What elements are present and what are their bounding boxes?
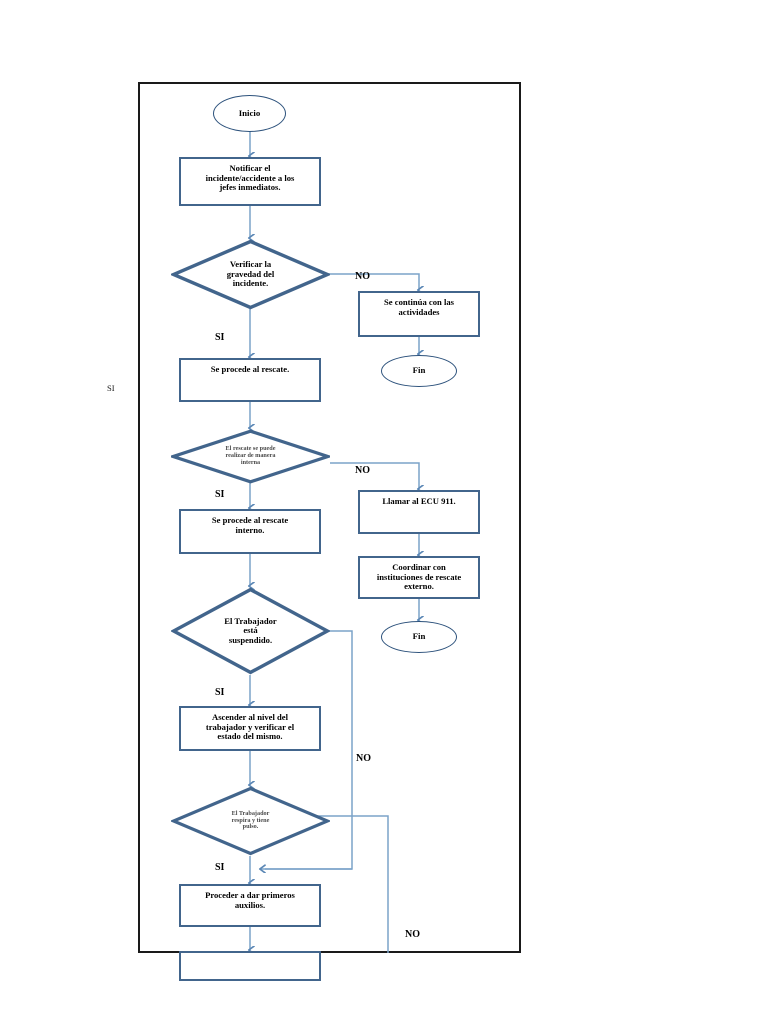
diamond-shape xyxy=(171,239,330,310)
node-first-aid-label: Proceder a dar primeros auxilios. xyxy=(205,890,295,910)
node-verify-severity[interactable]: Verificar la gravedad del incidente. xyxy=(171,239,330,310)
edge-label-internal-rescue-si: SI xyxy=(215,489,225,500)
diamond-shape xyxy=(171,587,330,675)
node-internal-rescue-label: Se procede al rescate interno. xyxy=(211,515,289,535)
edge-label-suspended-si: SI xyxy=(215,687,225,698)
node-call-ecu-label: Llamar al ECU 911. xyxy=(382,496,456,506)
node-continue-activities-label: Se continúa con las actividades xyxy=(384,297,454,317)
edge-label-verify-no: NO xyxy=(355,271,370,282)
edge-label-breathing-no: NO xyxy=(405,929,420,940)
node-notify-label: Notificar el incidente/accidente a los j… xyxy=(205,163,295,193)
node-internal-rescue[interactable]: Se procede al rescate interno. xyxy=(179,509,321,554)
node-start-label: Inicio xyxy=(238,107,261,118)
node-first-aid[interactable]: Proceder a dar primeros auxilios. xyxy=(179,884,321,927)
node-call-ecu[interactable]: Llamar al ECU 911. xyxy=(358,490,480,534)
node-coordinate-external-label: Coordinar con instituciones de rescate e… xyxy=(376,562,462,592)
edge-label-breathing-si: SI xyxy=(215,862,225,873)
node-ascend-level[interactable]: Ascender al nivel del trabajador y verif… xyxy=(179,706,321,751)
stray-label-si: SI xyxy=(107,383,115,393)
node-proceed-rescue-label: Se procede al rescate. xyxy=(210,364,290,374)
node-breathing-question[interactable]: El Trabajador respira y tiene pulso. xyxy=(171,786,330,856)
edge-label-internal-rescue-no: NO xyxy=(355,465,370,476)
node-verify-severity-label: Verificar la gravedad del incidente. xyxy=(226,259,275,289)
node-end-1-label: Fin xyxy=(412,365,426,376)
node-internal-rescue-question-label: El rescate se puede realizar de manera i… xyxy=(225,445,276,466)
node-cut-off-box[interactable] xyxy=(179,951,321,981)
edge-label-verify-si: SI xyxy=(215,332,225,343)
edge-label-suspended-no: NO xyxy=(356,753,371,764)
node-continue-activities[interactable]: Se continúa con las actividades xyxy=(358,291,480,337)
node-coordinate-external[interactable]: Coordinar con instituciones de rescate e… xyxy=(358,556,480,599)
diamond-shape xyxy=(171,429,330,484)
node-worker-suspended-question-label: El Trabajador está suspendido. xyxy=(224,615,277,645)
node-notify[interactable]: Notificar el incidente/accidente a los j… xyxy=(179,157,321,206)
node-end-2[interactable]: Fin xyxy=(381,621,457,653)
node-start[interactable]: Inicio xyxy=(213,95,286,132)
node-ascend-level-label: Ascender al nivel del trabajador y verif… xyxy=(205,712,295,742)
node-end-1[interactable]: Fin xyxy=(381,355,457,387)
node-worker-suspended-question[interactable]: El Trabajador está suspendido. xyxy=(171,587,330,675)
node-internal-rescue-question[interactable]: El rescate se puede realizar de manera i… xyxy=(171,429,330,484)
node-proceed-rescue[interactable]: Se procede al rescate. xyxy=(179,358,321,402)
node-end-2-label: Fin xyxy=(412,631,426,642)
node-breathing-question-label: El Trabajador respira y tiene pulso. xyxy=(231,809,270,831)
